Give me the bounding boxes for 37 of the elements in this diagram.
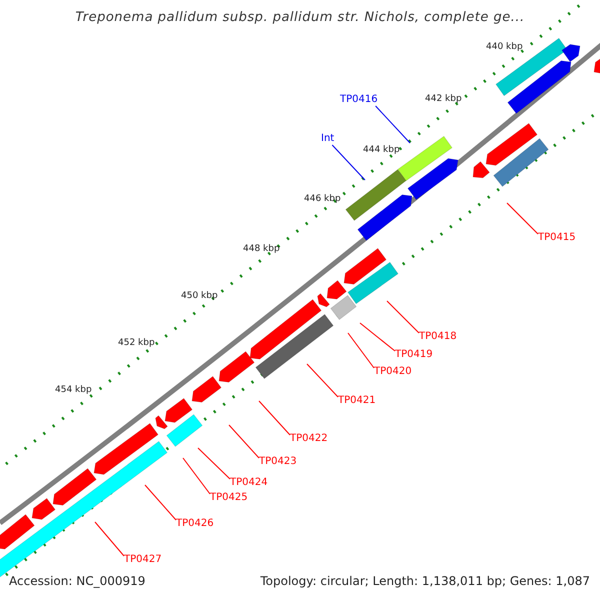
gene-label: TP0423: [259, 457, 297, 467]
leader-line: [258, 400, 290, 436]
leader-line: [386, 300, 420, 334]
gene-label: TP0424: [230, 478, 268, 488]
scale-label: 450 kbp: [181, 292, 218, 301]
leader-line: [348, 332, 374, 368]
genome-summary-text: Topology: circular; Length: 1,138,011 bp; Genes: 1,087: [260, 575, 590, 587]
leader-line: [144, 484, 176, 520]
map-title: Treponema pallidum subsp. pallidum str. Nichols, complete ge...: [74, 11, 526, 24]
gene-label: Int: [321, 134, 334, 144]
leader-line: [182, 458, 210, 494]
gene-label: TP0421: [338, 396, 376, 406]
gene-label: TP0419: [395, 350, 433, 360]
leader-line: [198, 448, 230, 480]
gene-label: TP0420: [374, 367, 412, 377]
gene-label: TP0427: [124, 555, 162, 565]
accession-text: Accession: NC_000919: [9, 575, 146, 587]
leader-line: [306, 364, 338, 398]
scale-label: 442 kbp: [425, 95, 462, 104]
scale-label: 454 kbp: [55, 386, 92, 395]
scale-label: 452 kbp: [118, 339, 155, 348]
scale-label: 444 kbp: [363, 146, 400, 155]
scale-label: 448 kbp: [243, 245, 280, 254]
leader-line: [360, 322, 396, 352]
gene-label: TP0418: [419, 332, 457, 342]
gene-label: TP0416: [340, 95, 378, 105]
leader-line: [94, 522, 124, 556]
leader-line: [228, 424, 260, 458]
leader-line: [332, 144, 366, 180]
leader-line: [506, 202, 538, 234]
scale-label: 446 kbp: [304, 195, 341, 204]
gene-label: TP0426: [176, 519, 214, 529]
gene-label: TP0425: [210, 493, 248, 503]
scale-label: 440 kbp: [486, 43, 523, 52]
gene-label: TP0422: [290, 434, 328, 444]
leader-line: [375, 106, 410, 144]
gene-label: TP0415: [538, 233, 576, 243]
